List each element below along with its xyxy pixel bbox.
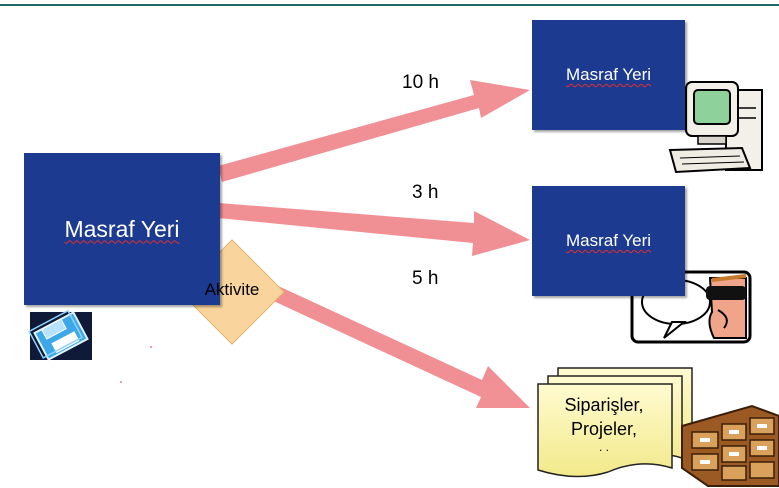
- top-rule: [0, 4, 779, 6]
- source-cost-center: Masraf Yeri: [24, 153, 220, 305]
- target-cost-center-1: Masraf Yeri: [532, 20, 685, 130]
- activity-label: Aktivite: [204, 280, 260, 299]
- documents-line-2: Projeler,: [570, 419, 638, 439]
- computer-icon: [668, 81, 763, 174]
- target-cost-center-2: Masraf Yeri: [532, 186, 685, 296]
- stray-mark: [120, 381, 122, 383]
- arrow-to-documents: [267, 284, 530, 408]
- source-cost-center-label: Masraf Yeri: [64, 215, 180, 242]
- target-cost-center-1-label: Masraf Yeri: [565, 65, 652, 84]
- hours-label-1: 10 h: [402, 72, 439, 93]
- file-cabinet-icon: [681, 404, 779, 487]
- hours-label-2: 3 h: [412, 182, 439, 203]
- floppy-disk-icon: [28, 309, 92, 361]
- documents-line-1: Siparişler,: [564, 395, 644, 415]
- documents-line-3: . .: [598, 440, 609, 454]
- target-cost-center-2-label: Masraf Yeri: [565, 231, 652, 250]
- arrow-to-cost-center-1: [218, 80, 530, 182]
- arrow-to-cost-center-2: [218, 203, 530, 256]
- hours-label-3: 5 h: [412, 268, 439, 289]
- stray-mark: [150, 346, 152, 348]
- documents-text: Siparişler, Projeler, . .: [540, 393, 668, 453]
- documents-stack: [537, 367, 693, 478]
